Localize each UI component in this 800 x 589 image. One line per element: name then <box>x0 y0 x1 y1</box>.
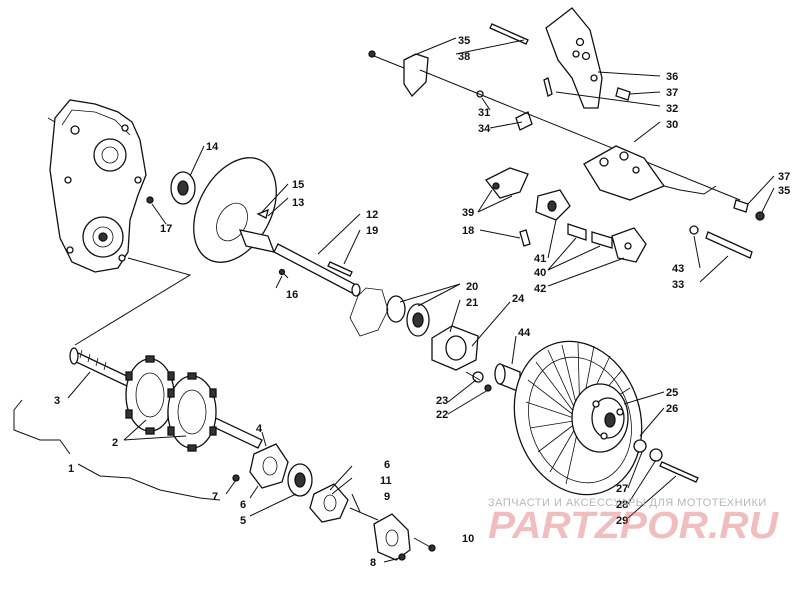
upper-centerline <box>419 69 741 201</box>
callout-30: 30 <box>666 119 678 131</box>
callout-35b: 35 <box>778 185 790 197</box>
callout-12: 12 <box>366 209 378 221</box>
callout-34: 34 <box>478 123 491 135</box>
gear-case-housing <box>47 99 147 273</box>
callout-20: 20 <box>466 281 478 293</box>
callout-31: 31 <box>478 107 490 119</box>
callout-19: 19 <box>366 225 378 237</box>
brake-hub <box>170 171 196 205</box>
callout-17: 17 <box>160 223 172 235</box>
washer-43 <box>689 225 699 235</box>
brake-disc <box>193 157 277 263</box>
watermark-tagline: ЗАПЧАСТИ И АКСЕССУАРЫ ДЛЯ МОТОТЕХНИКИ <box>488 497 767 509</box>
callout-36: 36 <box>666 71 678 83</box>
nut-8 <box>398 553 406 561</box>
bolt-35-top <box>368 50 376 58</box>
jackshaft <box>273 243 361 297</box>
callout-25: 25 <box>666 387 678 399</box>
callout-labels: 1 2 3 4 5 6 6 7 8 9 10 11 12 13 14 15 16… <box>54 35 790 569</box>
chassis-edge <box>349 287 389 337</box>
callout-39: 39 <box>462 207 474 219</box>
callout-23: 23 <box>436 395 448 407</box>
callout-43: 43 <box>672 263 684 275</box>
bolt-7 <box>232 474 240 482</box>
callout-11: 11 <box>380 475 392 487</box>
callout-3: 3 <box>54 395 60 407</box>
key-13 <box>256 208 269 219</box>
callout-13: 13 <box>292 197 304 209</box>
lower-bearing-flange <box>249 443 289 489</box>
bracket-35 <box>403 53 429 98</box>
speedo-drive-plate <box>349 507 411 561</box>
pin-32 <box>543 77 553 97</box>
bolt-17 <box>146 196 154 204</box>
callout-35a: 35 <box>458 35 470 47</box>
callout-14: 14 <box>206 141 219 153</box>
spacer-37 <box>615 87 631 101</box>
drive-sprocket-left <box>125 355 175 435</box>
lower-bearing-flange-outer <box>309 483 349 523</box>
callout-18: 18 <box>462 225 474 237</box>
callout-32: 32 <box>666 103 678 115</box>
callout-5: 5 <box>240 515 246 527</box>
callout-33: 33 <box>672 279 684 291</box>
nut-22 <box>484 384 492 392</box>
key-19 <box>327 261 353 277</box>
bearing-flange <box>431 325 479 371</box>
bolt-29 <box>659 461 699 483</box>
callout-7: 7 <box>212 491 218 503</box>
clip-34 <box>515 111 533 131</box>
bolt-16 <box>278 268 286 276</box>
assembly-leader-housing <box>74 257 192 346</box>
drive-sprocket-right <box>167 372 217 452</box>
callout-16: 16 <box>286 289 298 301</box>
callout-27: 27 <box>616 483 628 495</box>
watermark-logo: PARTZPOR.RU <box>488 505 780 547</box>
spacer-37-right <box>733 199 749 213</box>
callout-38: 38 <box>458 51 470 63</box>
callout-29: 29 <box>616 515 628 527</box>
callout-9: 9 <box>384 491 390 503</box>
tensioner-bracket-30 <box>583 145 666 201</box>
callout-1: 1 <box>68 463 74 475</box>
washer-27 <box>633 439 647 453</box>
callout-37a: 37 <box>666 87 678 99</box>
tensioner-block-41 <box>535 189 571 221</box>
callout-41: 41 <box>534 253 546 265</box>
watermark: ЗАПЧАСТИ И АКСЕССУАРЫ ДЛЯ МОТОТЕХНИКИ PA… <box>488 497 780 547</box>
tensioner-cap-42 <box>611 227 647 263</box>
callout-15: 15 <box>292 179 304 191</box>
callout-6b: 6 <box>384 459 390 471</box>
pin-18 <box>519 229 531 247</box>
callout-6a: 6 <box>240 499 246 511</box>
callout-8: 8 <box>370 557 376 569</box>
callout-26: 26 <box>666 403 678 415</box>
tensioner-arm-39 <box>485 167 529 199</box>
callout-21: 21 <box>466 297 478 309</box>
callout-37b: 37 <box>778 171 790 183</box>
bushing-44 <box>494 363 521 393</box>
washer-23 <box>472 371 484 383</box>
leader-lines <box>13 37 775 563</box>
callout-28: 28 <box>616 499 628 511</box>
driven-clutch-sheave <box>513 340 643 496</box>
bolt-33 <box>705 231 753 259</box>
callout-42: 42 <box>534 283 546 295</box>
bearing-collar <box>386 295 430 337</box>
lower-bearing <box>287 463 313 497</box>
callout-44: 44 <box>518 327 531 339</box>
callout-22: 22 <box>436 409 448 421</box>
nut-35-right <box>755 211 765 221</box>
callout-4: 4 <box>256 423 263 435</box>
upper-mount-plate <box>545 7 603 109</box>
spring-40 <box>567 223 613 249</box>
callout-24: 24 <box>512 293 525 305</box>
callout-10: 10 <box>462 533 474 545</box>
washer-28 <box>649 448 663 462</box>
bolt-38 <box>489 23 529 45</box>
callout-40: 40 <box>534 267 546 279</box>
callout-2: 2 <box>112 437 118 449</box>
